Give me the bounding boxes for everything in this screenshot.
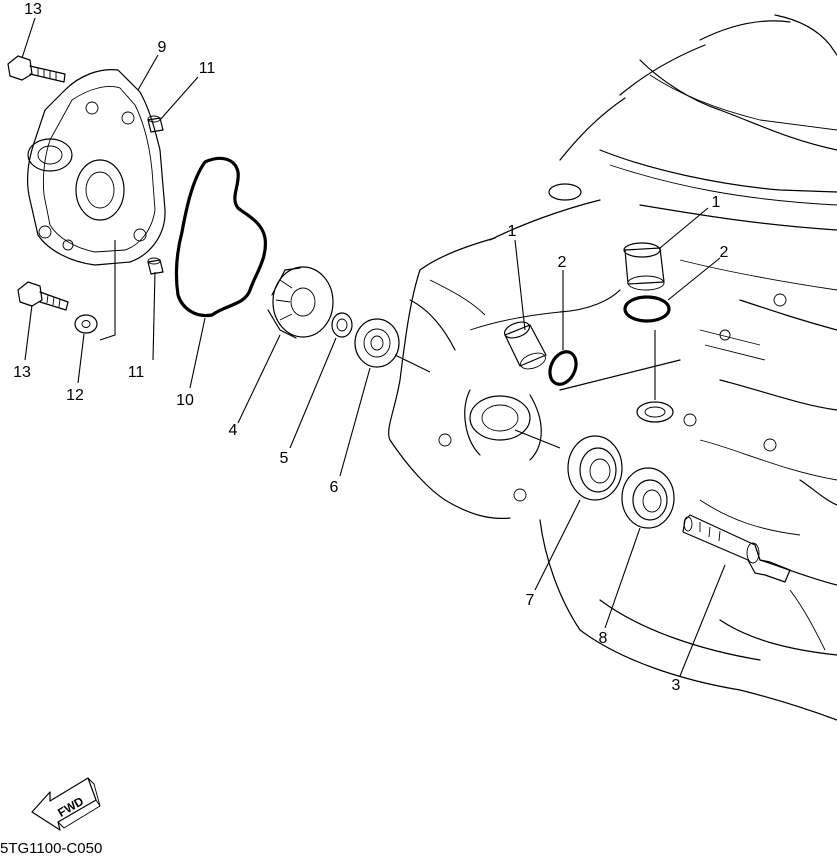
callout-11-lower: 11 <box>128 364 145 381</box>
dowel-pin-lower <box>147 257 164 275</box>
callout-1-right: 1 <box>712 194 721 211</box>
callout-4: 4 <box>229 422 238 439</box>
callout-7: 7 <box>526 592 535 609</box>
crankcase-housing <box>388 14 837 721</box>
callout-2-left: 2 <box>558 254 567 271</box>
assembly-lines <box>99 240 656 449</box>
bearing-large <box>567 435 623 501</box>
callout-1-left: 1 <box>508 223 517 240</box>
bolt-lower <box>17 281 69 311</box>
callout-11-upper: 11 <box>199 60 216 77</box>
callout-13-upper: 13 <box>24 1 42 18</box>
impeller-shaft <box>682 514 791 583</box>
diagram-reference-code: 5TG1100-C050 <box>0 840 102 856</box>
callout-5: 5 <box>280 450 289 467</box>
dowel-pin-upper <box>147 115 164 133</box>
impeller <box>267 266 334 339</box>
forward-direction-arrow: FWD <box>31 777 101 831</box>
callout-3: 3 <box>672 677 681 694</box>
collar-left <box>503 321 547 370</box>
callout-labels: 13 9 11 13 12 11 10 4 5 6 1 2 1 2 7 8 3 <box>13 1 728 694</box>
o-ring-left <box>548 350 578 386</box>
callout-2-right: 2 <box>720 244 729 261</box>
shaft-seal <box>354 318 400 368</box>
o-ring-right <box>623 295 671 323</box>
bearing-small <box>621 467 675 529</box>
callout-9: 9 <box>158 39 167 56</box>
oil-seal <box>331 312 353 338</box>
collar-right <box>623 242 665 291</box>
callout-6: 6 <box>330 479 339 496</box>
callout-10: 10 <box>176 392 194 409</box>
leader-lines <box>21 17 726 677</box>
washer <box>74 314 98 334</box>
water-pump-cover <box>26 69 166 266</box>
callout-13-lower: 13 <box>13 364 31 381</box>
bolt-upper <box>7 55 66 83</box>
callout-8: 8 <box>599 630 608 647</box>
fwd-label: FWD <box>55 794 86 820</box>
cover-gasket <box>174 156 268 318</box>
callout-12: 12 <box>66 387 84 404</box>
